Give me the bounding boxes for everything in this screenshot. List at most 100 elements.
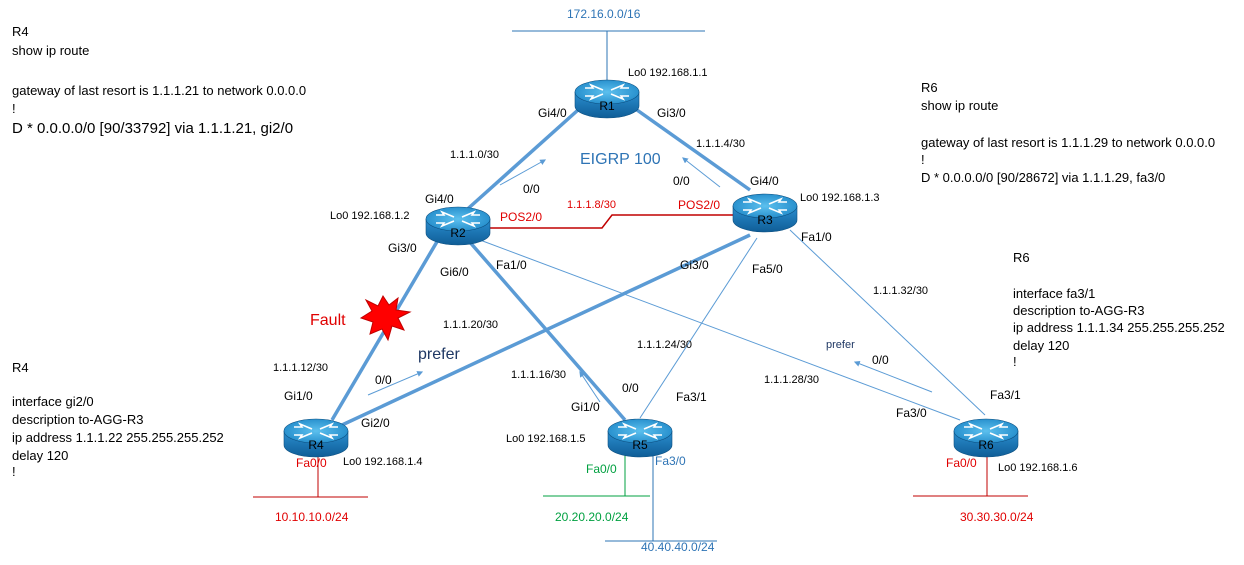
r1-gi40-label: Gi4/0 [538,106,567,120]
r2-gi40-label: Gi4/0 [425,192,454,206]
router-r6-name: R6 [978,438,994,452]
r6-config-line2: description to-AGG-R3 [1013,303,1145,318]
r5-gi10-label: Gi1/0 [571,400,600,414]
network-r5-blue-label: 40.40.40.0/24 [641,540,715,554]
r6-config-title: R6 [1013,250,1030,265]
prefer-label-r4: prefer [418,346,460,363]
r4-loopback-label: Lo0 192.168.1.4 [343,456,423,468]
fault-label: Fault [310,312,346,329]
r4-gi20-label: Gi2/0 [361,416,390,430]
r3-gi30-label: Gi3/0 [680,258,709,272]
router-r6-icon: R6 [953,418,1019,458]
r6-fa30-label: Fa3/0 [896,406,927,420]
arrow-r2-to-r1 [499,159,547,186]
r6-config-line3: ip address 1.1.1.34 255.255.255.252 [1013,320,1225,335]
subnet-r2-r6: 1.1.1.28/30 [764,374,819,386]
router-r1-icon: R1 [574,79,640,119]
r4-config-line3: ip address 1.1.1.22 255.255.255.252 [12,430,224,445]
network-top-label: 172.16.0.0/16 [567,7,641,21]
r6-loopback-label: Lo0 192.168.1.6 [998,462,1078,474]
link-r3-r5 [639,237,758,419]
link-r2-r3-pos [490,214,740,229]
r5-fa00-label: Fa0/0 [586,462,617,476]
router-r2-name: R2 [450,226,466,240]
router-r3-icon: R3 [732,193,798,233]
r6-config-line1: interface fa3/1 [1013,286,1095,301]
r3-pos20-label: POS2/0 [678,198,720,212]
r2-loopback-label: Lo0 192.168.1.2 [330,210,410,222]
subnet-r1-r3: 1.1.1.4/30 [696,138,745,150]
r6-fa31-label: Fa3/1 [990,388,1021,402]
r4-route-bang: ! [12,101,16,116]
subnet-r3-r4: 1.1.1.20/30 [443,319,498,331]
link-r2-r6 [479,239,961,421]
r4-config-line4: delay 120 [12,448,68,463]
subnet-r2-r4: 1.1.1.12/30 [273,362,328,374]
arrow-r4-prefer [367,371,424,396]
r1-gi30-label: Gi3/0 [657,106,686,120]
subnet-r3-r6: 1.1.1.32/30 [873,285,928,297]
network-r4-label: 10.10.10.0/24 [275,510,349,524]
r6-config-line4: delay 120 [1013,338,1069,353]
r5-loopback-label: Lo0 192.168.1.5 [506,433,586,445]
r6-route-entry: D * 0.0.0.0/0 [90/28672] via 1.1.1.29, f… [921,170,1165,185]
prefer-label-r6: prefer [826,339,855,351]
router-r3-name: R3 [757,213,773,227]
subnet-r2-r3: 1.1.1.8/30 [567,199,616,211]
r4-config-line1: interface gi2/0 [12,394,94,409]
r6-route-gateway: gateway of last resort is 1.1.1.29 to ne… [921,135,1215,150]
router-r4-icon: R4 [283,418,349,458]
subnet-r1-r2: 1.1.1.0/30 [450,149,499,161]
r2-gi60-label: Gi6/0 [440,265,469,279]
r6-route-title: R6 [921,80,938,95]
arrows [367,157,933,403]
zero-label-r4: 0/0 [375,373,392,387]
lan-lines [253,30,1028,542]
link-r1-r3 [635,108,752,192]
r6-route-cmd: show ip route [921,98,998,113]
r4-route-cmd: show ip route [12,43,89,58]
labels: 172.16.0.0/16 10.10.10.0/24 20.20.20.0/2… [273,7,1078,554]
zero-label-r2: 0/0 [523,182,540,196]
network-r5-green-label: 20.20.20.0/24 [555,510,629,524]
r4-route-block: R4 show ip route gateway of last resort … [12,24,306,137]
r2-gi30-label: Gi3/0 [388,241,417,255]
r6-route-block: R6 show ip route gateway of last resort … [921,80,1215,185]
arrow-r6-prefer [853,360,933,393]
r4-config-title: R4 [12,360,29,375]
zero-label-r6: 0/0 [872,353,889,367]
r4-fa00-label: Fa0/0 [296,456,327,470]
zero-label-r3: 0/0 [673,174,690,188]
r4-route-title: R4 [12,24,29,39]
r4-config-block: R4 interface gi2/0 description to-AGG-R3… [12,360,224,479]
r6-config-line5: ! [1013,354,1017,369]
router-r1-name: R1 [599,99,615,113]
r3-gi40-label: Gi4/0 [750,174,779,188]
link-r1-r2 [460,108,580,216]
r3-loopback-label: Lo0 192.168.1.3 [800,192,880,204]
link-r3-r4 [341,233,751,427]
router-r5-icon: R5 [607,418,673,458]
network-r6-label: 30.30.30.0/24 [960,510,1034,524]
r2-fa10-label: Fa1/0 [496,258,527,272]
r3-fa50-label: Fa5/0 [752,262,783,276]
r4-gi10-label: Gi1/0 [284,389,313,403]
subnet-r2-r5: 1.1.1.16/30 [511,369,566,381]
router-r4-name: R4 [308,438,324,452]
fault-star-icon [359,295,412,342]
r4-route-entry: D * 0.0.0.0/0 [90/33792] via 1.1.1.21, g… [12,120,293,137]
r4-config-line2: description to-AGG-R3 [12,412,144,427]
r5-fa31-label: Fa3/1 [676,390,707,404]
r4-route-gateway: gateway of last resort is 1.1.1.21 to ne… [12,83,306,98]
r6-fa00-label: Fa0/0 [946,456,977,470]
arrow-r5-up [579,371,601,403]
r3-fa10-label: Fa1/0 [801,230,832,244]
eigrp-label: EIGRP 100 [580,151,661,168]
subnet-r3-r5: 1.1.1.24/30 [637,339,692,351]
r4-config-line5: ! [12,464,16,479]
r6-route-bang: ! [921,152,925,167]
r6-config-block: R6 interface fa3/1 description to-AGG-R3… [1013,250,1225,369]
router-r5-name: R5 [632,438,648,452]
